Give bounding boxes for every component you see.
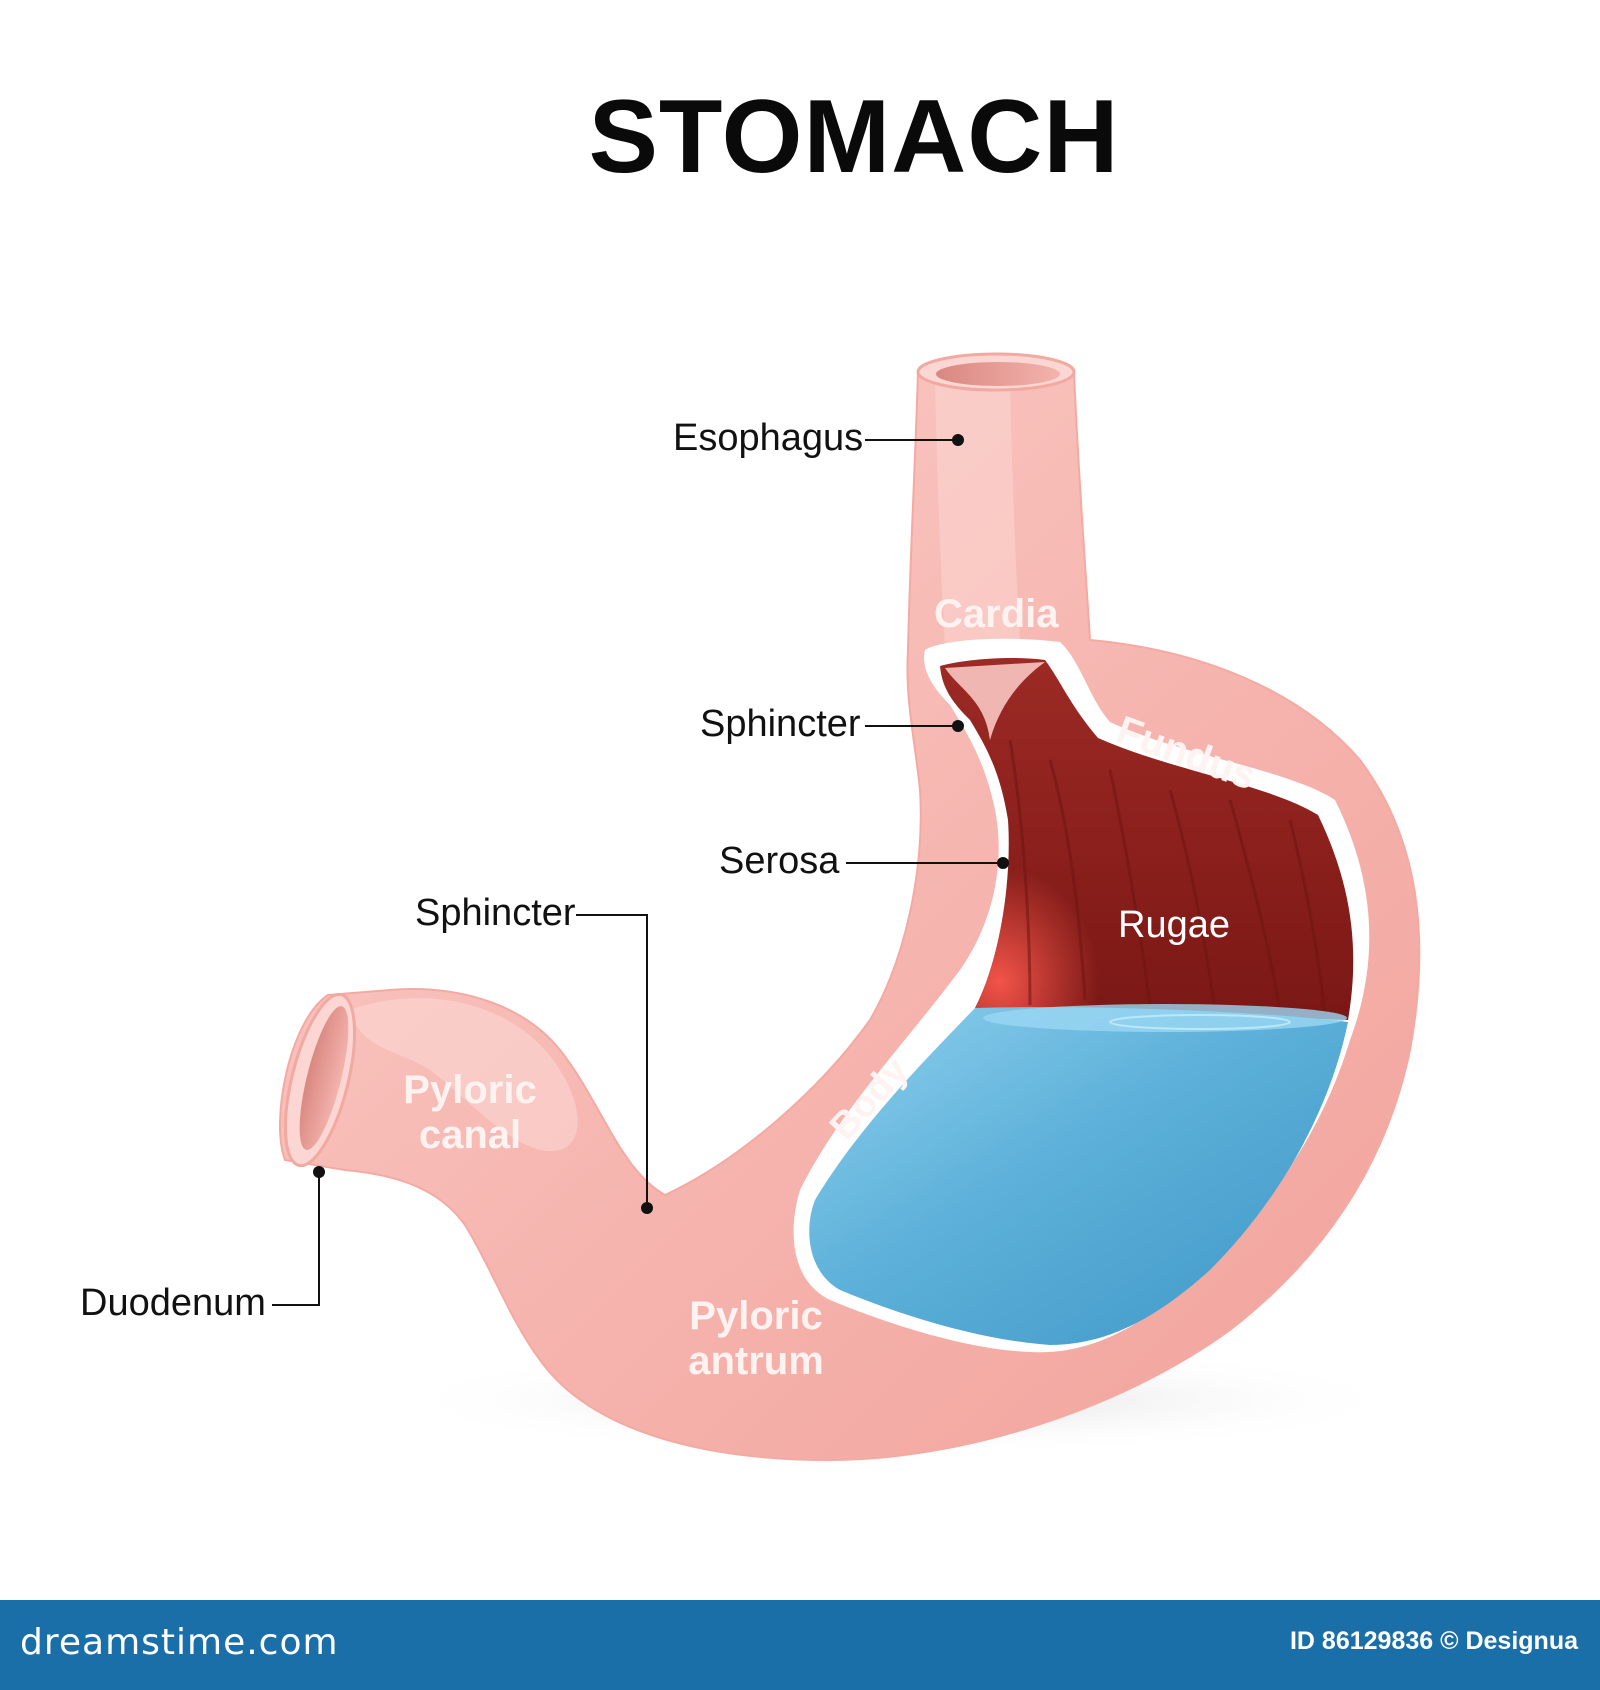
label-duodenum: Duodenum xyxy=(80,1282,266,1324)
label-sphincter-upper: Sphincter xyxy=(700,703,861,745)
rugae-folds xyxy=(1008,739,1327,1016)
footer-credit: ID 86129836 © Designua xyxy=(1289,1627,1578,1655)
region-rugae: Rugae xyxy=(1118,904,1230,946)
label-esophagus: Esophagus xyxy=(673,417,864,459)
esophagus-lumen xyxy=(936,362,1060,386)
label-sphincter-lower: Sphincter xyxy=(415,892,576,934)
leader-lines xyxy=(272,439,1003,1306)
footer-bar: dreamstime.com ID 86129836 © Designua xyxy=(0,1600,1600,1690)
footer-site-logo[interactable]: dreamstime.com xyxy=(20,1622,339,1663)
region-pyloric-canal-line2: canal xyxy=(418,1112,522,1157)
label-serosa: Serosa xyxy=(719,840,840,882)
cavity-glow xyxy=(975,820,1140,1010)
fluid-ripple xyxy=(1109,1014,1291,1030)
cardia-fold xyxy=(945,662,1045,740)
duodenum-lumen xyxy=(299,1006,349,1150)
stomach-illustration xyxy=(272,352,1421,1462)
region-pyloric-canal: Pyloric canal xyxy=(402,1068,538,1158)
region-pyloric-antrum-line1: Pyloric xyxy=(689,1294,823,1338)
region-pyloric-antrum-line2: antrum xyxy=(688,1338,824,1383)
region-cardia: Cardia xyxy=(934,592,1059,636)
region-pyloric-antrum: Pyloric antrum xyxy=(686,1294,826,1384)
esophagus-highlight xyxy=(935,380,1020,650)
region-pyloric-canal-line1: Pyloric xyxy=(403,1068,537,1112)
leader-dots xyxy=(313,434,1009,1214)
diagram-title: STOMACH xyxy=(588,79,1120,195)
gastric-fluid xyxy=(809,1007,1348,1345)
pyloric-highlight xyxy=(350,998,578,1152)
fluid-surface xyxy=(983,1004,1347,1032)
